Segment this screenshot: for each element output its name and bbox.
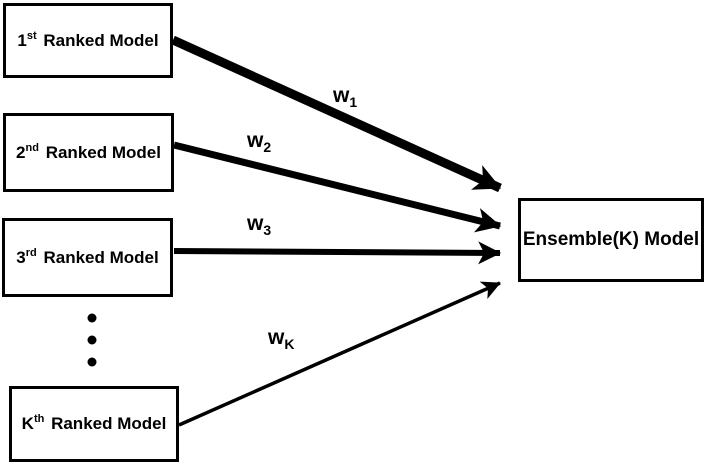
- box-rank1-model: 1st Ranked Model: [3, 3, 173, 78]
- weight-label-w3: w3: [247, 212, 272, 239]
- box-rank2-model: 2nd Ranked Model: [3, 113, 174, 192]
- arrow-w3: [173, 241, 502, 265]
- ellipsis-dot: [87, 313, 97, 323]
- box-rankK-model: Kth Ranked Model: [9, 386, 179, 462]
- weight-label-wK: wK: [268, 326, 295, 353]
- box-ensemble-label: Ensemble(K) Model: [522, 229, 700, 250]
- vertical-ellipsis: [87, 313, 97, 367]
- box-rank3-label: 3rd Ranked Model: [16, 246, 159, 267]
- box-ensemble-model: Ensemble(K) Model: [518, 198, 704, 282]
- box-rank1-label: 1st Ranked Model: [17, 29, 159, 50]
- weight-label-w1: w1: [333, 84, 358, 111]
- box-rank3-model: 3rd Ranked Model: [2, 218, 173, 297]
- ellipsis-dot: [87, 357, 97, 367]
- box-rankK-label: Kth Ranked Model: [21, 413, 167, 433]
- box-rank2-label: 2nd Ranked Model: [16, 141, 161, 162]
- weight-label-w2: w2: [247, 129, 272, 156]
- arrow-w2: [173, 141, 502, 233]
- arrow-w1: [171, 35, 502, 193]
- arrow-wK: [178, 281, 501, 427]
- ellipsis-dot: [87, 335, 97, 345]
